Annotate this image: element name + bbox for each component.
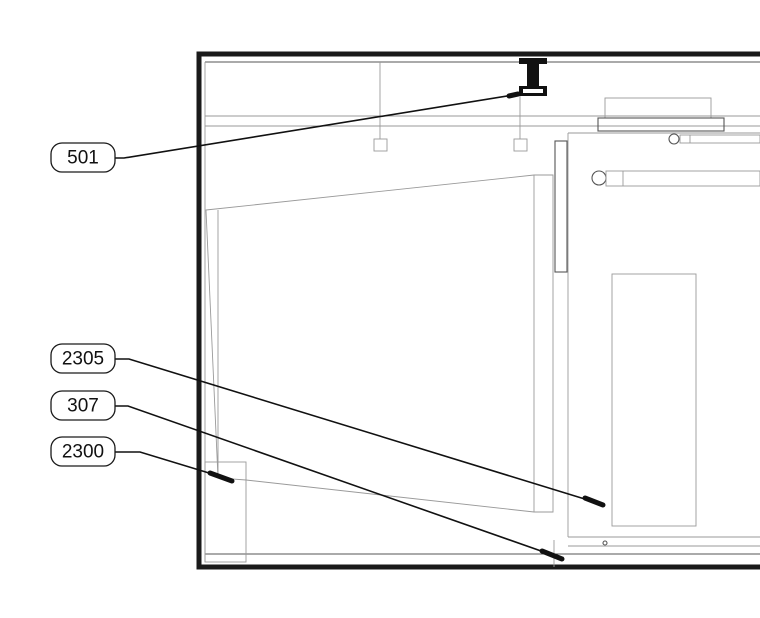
leader-501 bbox=[114, 94, 514, 159]
callout-2305: 2305 bbox=[50, 343, 116, 374]
ceiling-bracket bbox=[519, 58, 547, 96]
callout-501: 501 bbox=[50, 142, 116, 173]
leader-2300 bbox=[114, 451, 233, 481]
callout-2300: 2300 bbox=[50, 436, 116, 467]
callout-label-2300: 2300 bbox=[62, 442, 104, 463]
callout-label-2305: 2305 bbox=[62, 349, 104, 370]
leader-2305 bbox=[114, 358, 602, 505]
sloped-panel bbox=[205, 174, 554, 513]
hanging-rods bbox=[373, 62, 528, 152]
callout-label-501: 501 bbox=[67, 148, 99, 169]
callout-307: 307 bbox=[50, 390, 116, 421]
guide-rail bbox=[554, 140, 568, 273]
leader-307 bbox=[114, 405, 562, 559]
cabinet-unit bbox=[567, 97, 760, 547]
callout-label-307: 307 bbox=[67, 396, 99, 417]
base-block bbox=[204, 461, 555, 567]
leader-lines bbox=[114, 91, 606, 562]
